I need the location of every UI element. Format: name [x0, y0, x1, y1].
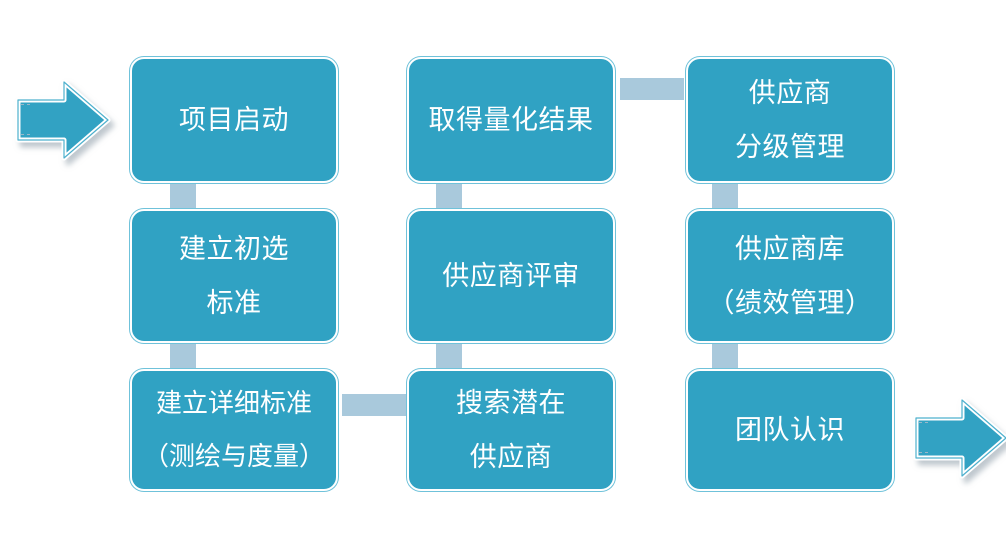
node-label-line: 项目启动 — [179, 104, 289, 135]
node-supplier-database[interactable]: 供应商库 （绩效管理） — [686, 209, 894, 343]
entry-arrow-shape — [15, 79, 111, 161]
node-establish-preliminary-criteria[interactable]: 建立初选 标准 — [130, 209, 338, 343]
connector-n6-n5 — [436, 343, 462, 369]
connector-n2-n3 — [170, 343, 196, 369]
connector-n4-n7 — [620, 78, 684, 100]
node-label-line: 标准 — [206, 288, 262, 318]
selection-tick-icon — [919, 452, 928, 454]
entry-arrow[interactable] — [8, 78, 116, 162]
node-label-line: 分级管理 — [735, 132, 845, 162]
node-label-line: 供应商 — [748, 77, 832, 108]
exit-arrow-shape — [913, 397, 1006, 479]
node-label-line: 供应商 — [469, 442, 553, 472]
node-label-line: （测绘与度量） — [142, 441, 325, 471]
node-label-line: 建立初选 — [179, 233, 289, 264]
connector-n5-n4 — [436, 183, 462, 209]
node-label-line: 团队认识 — [735, 414, 845, 445]
node-label-line: 供应商评审 — [442, 260, 580, 291]
node-search-potential-suppliers[interactable]: 搜索潜在 供应商 — [407, 369, 615, 491]
connector-n3-n6 — [342, 394, 406, 416]
selection-tick-icon — [919, 422, 928, 424]
node-label-line: 供应商库 — [735, 233, 845, 264]
selection-tick-icon — [21, 104, 30, 106]
node-project-kickoff[interactable]: 项目启动 — [130, 57, 338, 183]
node-establish-detailed-criteria[interactable]: 建立详细标准 （测绘与度量） — [130, 369, 338, 491]
node-label-line: 建立详细标准 — [155, 387, 312, 418]
connector-n1-n2 — [170, 183, 196, 209]
connector-n8-n9 — [712, 343, 738, 369]
node-label-line: 取得量化结果 — [428, 104, 594, 135]
node-team-recognition[interactable]: 团队认识 — [686, 369, 894, 491]
connector-n7-n8 — [712, 183, 738, 209]
node-label-line: （绩效管理） — [707, 288, 873, 318]
node-obtain-quantified-results[interactable]: 取得量化结果 — [407, 57, 615, 183]
exit-arrow[interactable] — [906, 396, 1006, 480]
node-label-line: 搜索潜在 — [456, 387, 566, 418]
node-supplier-review[interactable]: 供应商评审 — [407, 209, 615, 343]
node-supplier-tiering[interactable]: 供应商 分级管理 — [686, 57, 894, 183]
selection-tick-icon — [21, 134, 30, 136]
